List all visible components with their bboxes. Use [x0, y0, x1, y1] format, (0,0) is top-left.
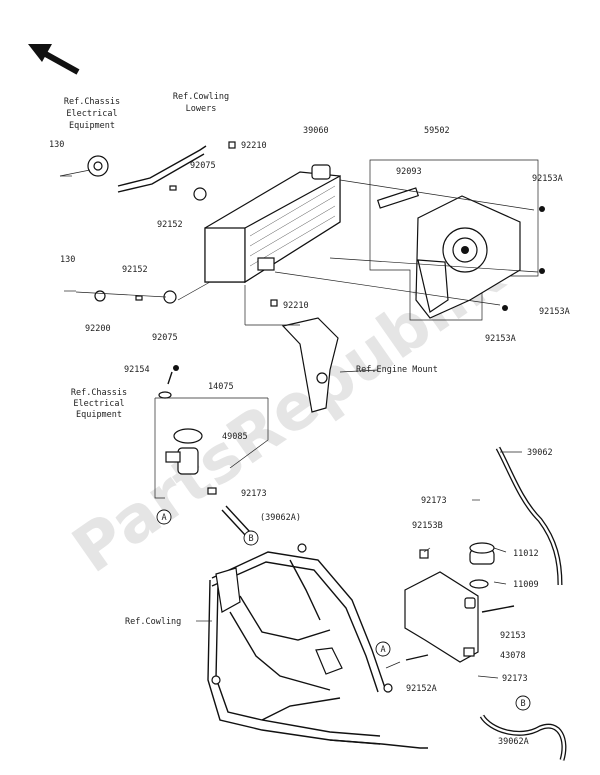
marker-a-upper: A [156, 509, 172, 525]
leader-lines-lower [196, 369, 522, 679]
cowling-frame [207, 543, 428, 749]
label-130-upper: 130 [49, 140, 64, 150]
label-92173-upper: 92173 [241, 489, 267, 499]
ref-chassis-label-5: Electrical [73, 399, 124, 409]
ref-chassis-label-4: Ref.Chassis [71, 388, 127, 398]
marker-b-upper: B [243, 530, 259, 546]
fan-group-box [369, 159, 539, 321]
ref-cowling-lowers-label-2: Lowers [186, 104, 217, 114]
label-92075-lower: 92075 [152, 333, 178, 343]
label-92173-lower: 92173 [502, 674, 528, 684]
reservoir-tank [404, 542, 515, 663]
label-92075-upper: 92075 [190, 161, 216, 171]
upper-stay [87, 145, 207, 193]
label-130-lower: 130 [60, 255, 75, 265]
label-49085: 49085 [222, 432, 248, 442]
label-11009: 11009 [513, 580, 539, 590]
radiator [204, 164, 341, 284]
label-92200: 92200 [85, 324, 111, 334]
ref-chassis-label-2: Electrical [66, 109, 117, 119]
marker-b-lower: B [515, 695, 531, 711]
label-92173-middle: 92173 [421, 496, 447, 506]
ref-chassis-label-1: Ref.Chassis [64, 97, 120, 107]
label-39062: 39062 [527, 448, 553, 458]
cooling-fan [415, 195, 521, 319]
svg-text:B: B [520, 699, 525, 709]
ref-chassis-label-3: Equipment [69, 121, 115, 131]
label-92153A-right: 92153A [539, 307, 570, 317]
label-92210-lower: 92210 [283, 301, 309, 311]
label-92153A-upper: 92153A [532, 174, 563, 184]
label-92154: 92154 [124, 365, 150, 375]
svg-text:A: A [380, 645, 385, 655]
ref-engine-mount-label: Ref.Engine Mount [356, 365, 438, 375]
thermostat-assembly [154, 371, 269, 537]
engine-mount-bracket [281, 317, 339, 413]
label-92152A: 92152A [406, 684, 437, 694]
label-92152-lower: 92152 [122, 265, 148, 275]
label-92153A-bottom: 92153A [485, 334, 516, 344]
label-92152-upper: 92152 [157, 220, 183, 230]
ref-cowling-lowers-label-1: Ref.Cowling [173, 92, 229, 102]
small-fasteners [60, 141, 545, 371]
orientation-arrow-icon [28, 44, 80, 75]
label-43078: 43078 [500, 651, 526, 661]
label-39062A-paren: (39062A) [260, 513, 301, 523]
label-59502: 59502 [424, 126, 450, 136]
ref-chassis-label-6: Equipment [76, 410, 122, 420]
label-39062A: 39062A [498, 737, 529, 747]
part-labels: Ref.Chassis Electrical Equipment Ref.Cow… [49, 92, 570, 747]
leader-lines-upper [59, 169, 539, 326]
label-92153B: 92153B [412, 521, 443, 531]
label-39060: 39060 [303, 126, 329, 136]
svg-text:A: A [161, 513, 166, 523]
label-92093: 92093 [396, 167, 422, 177]
marker-a-lower: A [375, 641, 391, 657]
label-11012: 11012 [513, 549, 539, 559]
label-92210-upper: 92210 [241, 141, 267, 151]
svg-text:B: B [248, 534, 253, 544]
ref-cowling-label: Ref.Cowling [125, 617, 181, 627]
label-92153: 92153 [500, 631, 526, 641]
label-14075: 14075 [208, 382, 234, 392]
